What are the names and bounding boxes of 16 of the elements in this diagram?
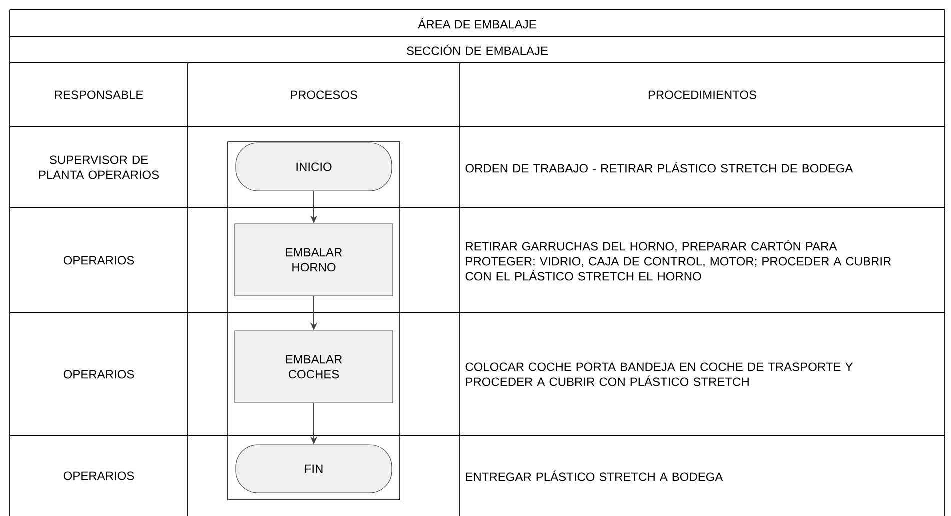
role-text: SUPERVISOR DE PLANTA OPERARIOS — [39, 156, 160, 180]
procedure-text: RETIRAR GARRUCHAS DEL HORNO, PREPARAR CARTÓN PARA PROTEGER: VIDRIO, CAJA DE CONTROL, MOTOR; PROCEDER A CUBRIR CON EL PLÁSTICO STRETCH EL HORNO — [466, 240, 892, 281]
table-title: ÁREA DE EMBALAJE — [418, 18, 536, 29]
flowchart-frame — [228, 142, 400, 500]
process-box: EMBALAR HORNO — [234, 224, 394, 296]
section-heading: SECCIÓN DE EMBALAJE — [407, 44, 548, 56]
role-text: OPERARIOS — [64, 370, 134, 379]
column-heading: PROCEDIMIENTOS — [648, 90, 756, 100]
role-text: OPERARIOS — [64, 472, 134, 480]
column-heading: PROCESOS — [290, 90, 358, 100]
process-box: EMBALAR COCHES — [234, 330, 394, 404]
procedure-text: ENTREGAR PLÁSTICO STRETCH A BODEGA — [466, 470, 724, 482]
procedure-text: COLOCAR COCHE PORTA BANDEJA EN COCHE DE TRASPORTE Y PROCEDER A CUBRIR CON PLÁSTICO STRETCH — [466, 362, 853, 386]
role-text: OPERARIOS — [64, 256, 134, 265]
procedure-text: ORDEN DE TRABAJO - RETIRAR PLÁSTICO STRETCH DE BODEGA — [466, 162, 854, 173]
column-heading: RESPONSABLE — [55, 90, 144, 100]
